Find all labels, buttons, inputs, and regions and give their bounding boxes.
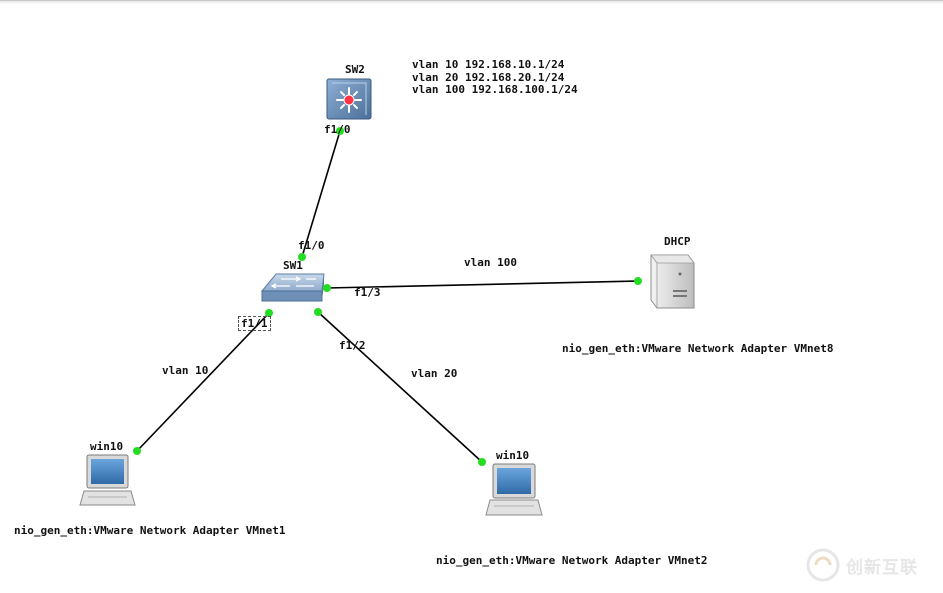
port-sw2-f10-status	[336, 127, 344, 135]
sw1-port-f11-label[interactable]: f1/1	[238, 316, 271, 331]
window-top-edge	[0, 0, 943, 4]
link-pc1-vlan-label[interactable]: vlan 10	[162, 364, 209, 377]
link-sw2-sw1[interactable]	[301, 130, 341, 258]
link-pc2-vlan-label[interactable]: vlan 20	[411, 367, 458, 380]
port-sw1-f12-status	[314, 308, 322, 316]
sw1-port-f12-label[interactable]: f1/2	[339, 339, 366, 352]
note-line: vlan 10 192.168.10.1/24	[412, 58, 565, 71]
sw1-label[interactable]: SW1	[283, 259, 303, 272]
sw2-port-f10-label[interactable]: f1/0	[324, 123, 351, 136]
port-pc2-status	[478, 458, 486, 466]
dhcp-label[interactable]: DHCP	[664, 235, 691, 248]
port-sw1-f13-status	[323, 284, 331, 292]
pc2-adapter-label[interactable]: nio_gen_eth:VMware Network Adapter VMnet…	[436, 554, 708, 567]
link-sw1-pc1[interactable]	[136, 312, 270, 452]
sw1-switch-icon[interactable]	[260, 273, 325, 302]
pc1-workstation-icon[interactable]	[79, 454, 136, 506]
note-line: vlan 100 192.168.100.1/24	[412, 83, 578, 96]
link-sw1-dhcp[interactable]	[326, 280, 639, 289]
pc2-workstation-icon[interactable]	[485, 463, 543, 516]
watermark-text: 创新互联	[846, 557, 918, 578]
sw1-port-f10-label[interactable]: f1/0	[298, 239, 325, 252]
dhcp-server-icon[interactable]	[650, 254, 695, 309]
note-line: vlan 20 192.168.20.1/24	[412, 70, 565, 84]
watermark: 创新互联	[806, 545, 940, 585]
port-pc1-status	[133, 447, 141, 455]
vlan-address-note[interactable]: vlan 10 192.168.10.1/24 vlan 20 192.168.…	[412, 58, 578, 97]
watermark-logo-icon	[806, 548, 840, 582]
sw2-label[interactable]: SW2	[345, 63, 365, 76]
pc1-adapter-label[interactable]: nio_gen_eth:VMware Network Adapter VMnet…	[14, 524, 286, 537]
link-sw1-pc2[interactable]	[317, 311, 483, 463]
link-dhcp-vlan-label[interactable]: vlan 100	[464, 256, 517, 269]
pc1-label[interactable]: win10	[90, 440, 124, 453]
dhcp-adapter-label[interactable]: nio_gen_eth:VMware Network Adapter VMnet…	[562, 342, 834, 355]
port-sw1-f10-status	[298, 253, 306, 261]
port-sw1-f11-status	[265, 309, 273, 317]
port-dhcp-status	[634, 277, 642, 285]
sw1-port-f13-label[interactable]: f1/3	[354, 286, 381, 299]
pc2-label[interactable]: win10	[496, 449, 530, 462]
sw2-multilayer-switch-icon[interactable]	[326, 78, 372, 120]
